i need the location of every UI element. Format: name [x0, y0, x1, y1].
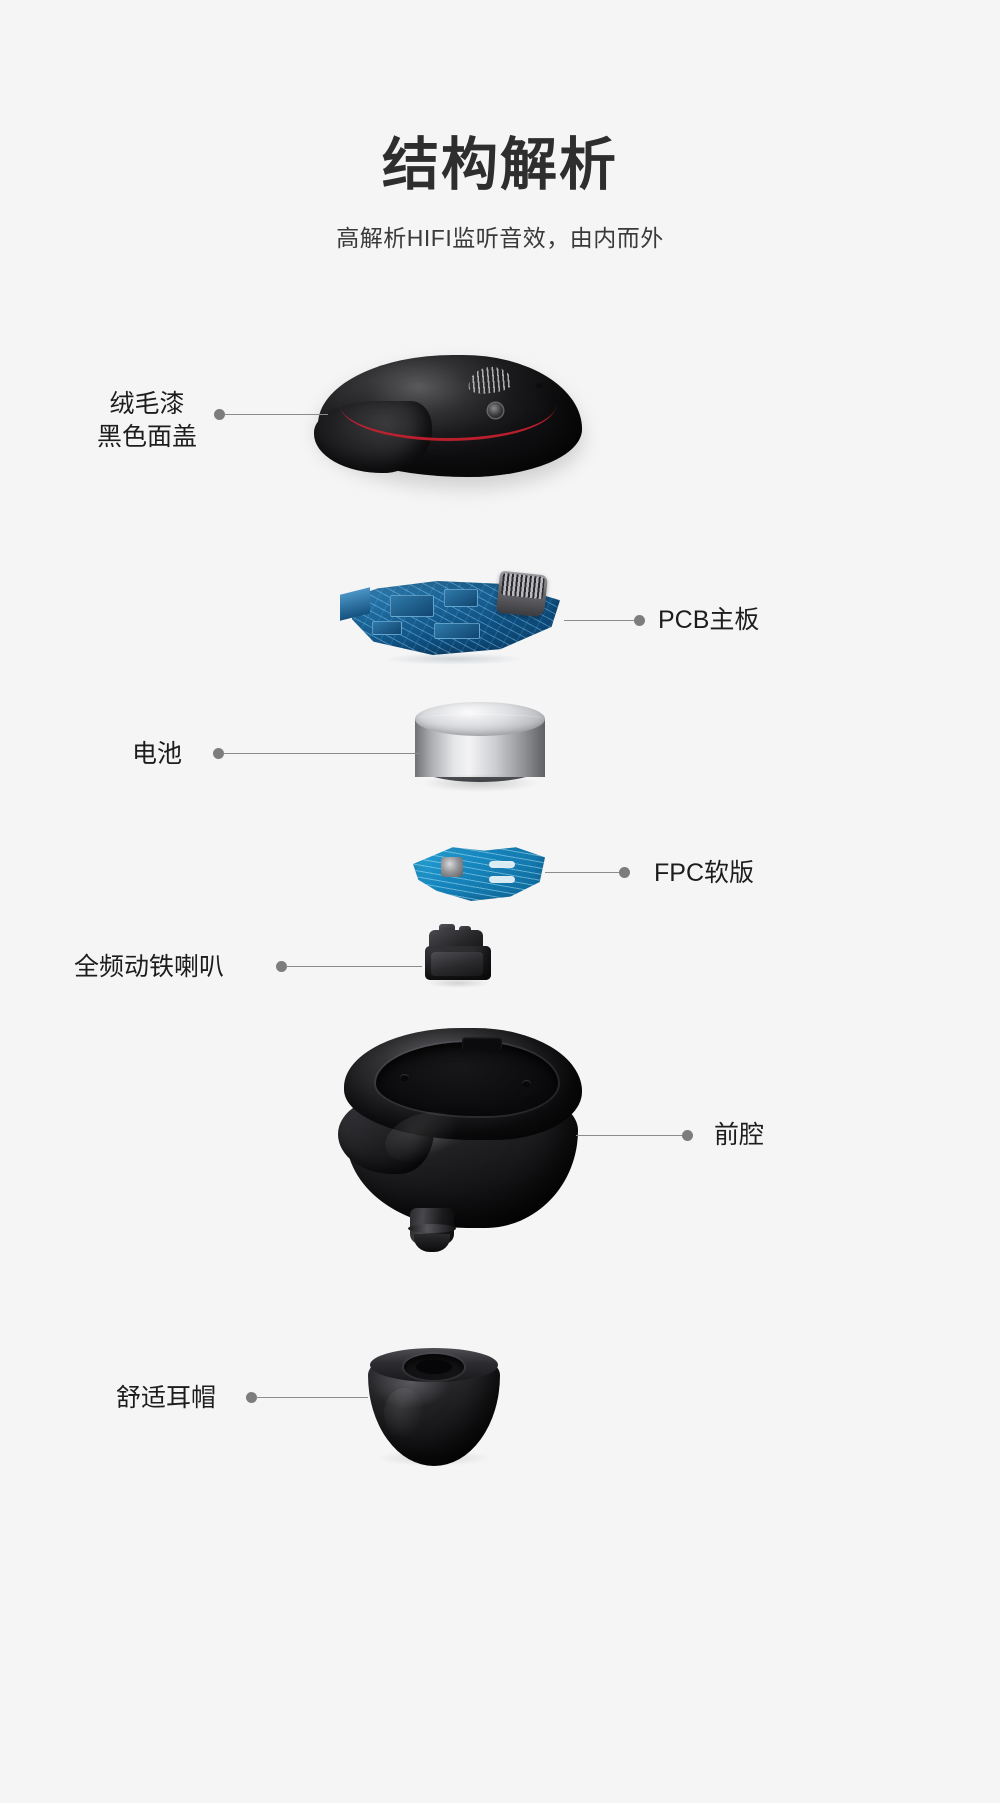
front-cavity-notch [462, 1037, 502, 1050]
callout-label-comfort-ear-tip: 舒适耳帽 [116, 1384, 217, 1412]
ear-tip-bore-inner [416, 1360, 452, 1374]
callout-leader-battery [223, 753, 419, 754]
callout-leader-comfort-ear-tip [256, 1397, 368, 1398]
front-cavity-screw-hole [400, 1074, 409, 1081]
callout-leader-front-cavity [576, 1135, 684, 1136]
pcb-connector [495, 570, 549, 618]
pcb-shadow [384, 653, 524, 665]
part-battery [415, 702, 545, 796]
battery-shadow [423, 774, 537, 792]
part-front-cavity [338, 1028, 588, 1258]
callout-label-velvet-paint-cover: 绒毛漆 黑色面盖 [96, 390, 197, 451]
pcb-chip [444, 589, 478, 607]
pcb-chip [372, 621, 402, 635]
page-subtitle: 高解析HIFI监听音效，由内而外 [336, 225, 664, 251]
callout-label-pcb-mainboard: PCB主板 [658, 606, 760, 634]
ear-tip-shadow [378, 1450, 490, 1466]
callout-label-front-cavity: 前腔 [714, 1121, 765, 1149]
page-title: 结构解析 [382, 133, 618, 197]
callout-leader-full-range-armature-speaker [286, 966, 422, 967]
part-fpc-flex-board [413, 845, 545, 901]
callout-leader-pcb-mainboard [564, 620, 636, 621]
speaker-shadow [427, 978, 489, 988]
part-pcb-mainboard [338, 565, 570, 665]
fpc-solder-joint [441, 857, 463, 877]
front-cavity-nozzle-tip [414, 1234, 450, 1252]
fpc-traces [413, 847, 545, 901]
faceplate-small-vent-icon [536, 383, 543, 388]
fpc-substrate [413, 847, 545, 901]
callout-leader-velvet-paint-cover [224, 414, 328, 415]
callout-dot-pcb-mainboard [634, 615, 645, 626]
front-cavity-nozzle-ring [408, 1224, 456, 1233]
callout-dot-front-cavity [682, 1130, 693, 1141]
callout-label-full-range-armature-speaker: 全频动铁喇叭 [74, 953, 225, 981]
callout-dot-fpc-flex-board [619, 867, 630, 878]
part-full-range-armature-speaker [425, 924, 495, 990]
ear-tip-highlight [384, 1388, 424, 1438]
fpc-pad [489, 876, 515, 883]
callout-leader-fpc-flex-board [545, 872, 621, 873]
callout-dot-velvet-paint-cover [214, 409, 225, 420]
battery-lip [415, 714, 545, 724]
callout-label-fpc-flex-board: FPC软版 [654, 859, 755, 887]
part-faceplate [314, 355, 582, 477]
part-comfort-ear-tip [368, 1348, 500, 1466]
callout-dot-comfort-ear-tip [246, 1392, 257, 1403]
speaker-face [431, 952, 483, 976]
callout-label-battery: 电池 [132, 740, 183, 768]
fpc-pad [489, 861, 515, 868]
pcb-chip [390, 595, 434, 617]
faceplate-mic-hole-icon [488, 403, 503, 418]
faceplate-red-ring [340, 405, 556, 441]
callout-dot-battery [213, 748, 224, 759]
callout-dot-full-range-armature-speaker [276, 961, 287, 972]
front-cavity-screw-hole [522, 1080, 531, 1087]
pcb-chip [434, 623, 480, 639]
